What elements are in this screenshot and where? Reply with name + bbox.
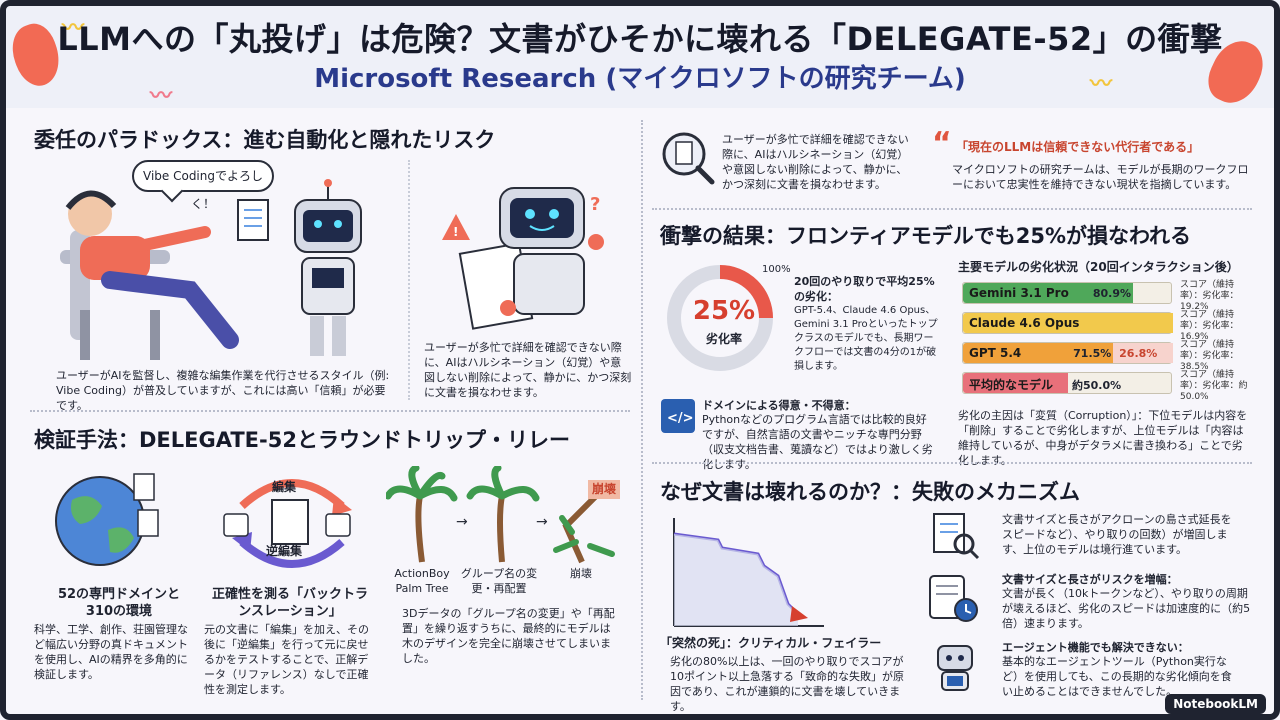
document-search-icon — [933, 513, 980, 560]
sudden-death-title: 「突然の死」：クリティカル・フェイラー — [660, 636, 882, 650]
header-band — [0, 0, 1280, 108]
donut-text: GPT-5.4、Claude 4.6 Opus、Gemini 3.1 Proとい… — [794, 305, 938, 372]
bar-category-label: GPT 5.4 — [969, 346, 1022, 360]
subsection-divider — [408, 160, 410, 400]
mechanism-1-text: 文書サイズと長さがアクローンの島さ式延長をスピードなど）、やり取りの回数）が増固… — [1002, 513, 1232, 556]
donut-headline: 20回のやり取りで平均25%の劣化： — [794, 275, 935, 303]
tree-step-3: 崩壊 — [570, 567, 592, 580]
speech-bubble: Vibe Codingでよろしく！ — [132, 160, 274, 211]
bar-extra-label: 26.8% — [1119, 347, 1158, 360]
cycle-edit-label: 編集 — [272, 480, 297, 494]
domains-title: 52の専門ドメインと310の環境 — [57, 587, 181, 619]
donut-value: 25% — [692, 296, 756, 326]
tree-text: 3Dデータの「グループ名の変更」や「再配置」を繰り返すうちに、最終的にモデルは木… — [402, 607, 615, 665]
tree-step-1: ActionBoy Palm Tree — [394, 567, 450, 595]
donut-segment — [719, 265, 773, 319]
cause-text: 劣化の主因は「変質（Corruption）」：下位モデルは内容を「削除」すること… — [958, 409, 1248, 467]
quote-text: マイクロソフトの研究チームは、モデルが長期のワークフローにおいて忠実性を維持でき… — [952, 163, 1249, 191]
sudden-death-text: 劣化の80%以上は、一回のやり取りでスコアが10ポイント以上急落する「致命的な失… — [670, 655, 904, 713]
intro-text: ユーザーが多忙で詳細を確認できない際に、AIはハルシネーション（幻覚）や意図しな… — [722, 133, 909, 191]
bar-note: スコア（維持率）：劣化率：19.2% — [1180, 280, 1239, 312]
section-title-results: 衝撃の結果：フロンティアモデルでも25%が損なわれる — [660, 224, 1191, 248]
bar-remainder — [1113, 343, 1173, 363]
svg-text:→: → — [456, 514, 468, 530]
round-trip-cycle-icon — [223, 479, 352, 568]
scroll-clock-icon — [929, 575, 978, 622]
code-icon: </> — [661, 399, 695, 433]
bar-mark — [963, 283, 1133, 303]
quote-icon: “ — [932, 126, 952, 161]
collapse-tag: 崩壊 — [588, 480, 621, 499]
mechanism-3-text: 基本的なエージェントツール（Python実行など）を使用しても、この長期的な劣化… — [1002, 655, 1232, 698]
domain-title: ドメインによる得意・不得意： — [702, 399, 856, 412]
bar-note: スコア（維持率）：劣化率：16.9% — [1180, 310, 1239, 342]
backtranslation-text: 元の文書に「編集」を加え、その後に「逆編集」を行って元に戻せるかをテストすること… — [204, 623, 369, 696]
section-divider — [652, 208, 1252, 210]
decor-zigzag: 〰 — [62, 16, 85, 41]
svg-text:</>: </> — [667, 411, 694, 426]
sudden-death-chart — [673, 518, 824, 627]
section-title-mechanism: なぜ文書は壊れるのか？：失敗のメカニズム — [660, 480, 1080, 504]
bar-value-label: 約50.0% — [1072, 379, 1122, 392]
quote-headline: 「現在のLLMは信頼できない代行者である」 — [956, 140, 1200, 154]
svg-text:?: ? — [590, 194, 600, 215]
cycle-reverse-label: 逆編集 — [266, 544, 303, 558]
bar-category-label: Claude 4.6 Opus — [969, 316, 1080, 330]
magnifier-document-icon — [662, 132, 715, 185]
paradox-left-text: ユーザーがAIを監督し、複雑な編集作業を代行させるスタイル（例: Vibe Co… — [56, 369, 390, 412]
page-subtitle: Microsoft Research (マイクロソフトの研究チーム) — [314, 64, 966, 94]
bar-value-label: 80.9% — [1092, 287, 1132, 300]
bar-note: スコア（維持率）：劣化率：約50.0% — [1180, 370, 1248, 402]
bar-mark — [963, 373, 1068, 393]
donut-label: 劣化率 — [705, 332, 742, 346]
bar-value-label: 71.5% — [1073, 347, 1112, 360]
bar-row: Claude 4.6 Opus — [962, 312, 1173, 334]
bar-row: 26.8% GPT 5.4 71.5% — [962, 342, 1173, 364]
bar-category-label: Gemini 3.1 Pro — [969, 286, 1069, 300]
section-divider — [30, 410, 630, 412]
tree-step-2: グループ名の変更・再配置 — [460, 567, 538, 595]
palm-tree-illustration: → → — [386, 466, 615, 564]
section-title-paradox: 委任のパラドックス：進む自動化と隠れたリスク — [34, 128, 496, 152]
donut-max-label: 100% — [762, 264, 791, 275]
broken-robot-illustration: ! ? — [442, 187, 604, 330]
bar-mark — [963, 343, 1114, 363]
decor-zigzag: 〰 — [150, 84, 173, 109]
decor-zigzag: 〰 — [1090, 72, 1113, 97]
mechanism-3-title: エージェント機能でも解決できない： — [1002, 641, 1189, 654]
mechanism-2-text: 文書が長く（10kトークンなど）、やり取りの周期が壊えるほど、劣化のスピードは加… — [1002, 587, 1251, 630]
domains-text: 科学、工学、創作、荘園管理など幅広い分野の真ドキュメントを使用し、AIの精界を多… — [34, 623, 188, 681]
delegation-illustration — [60, 179, 362, 360]
column-divider — [641, 120, 643, 700]
bars-title: 主要モデルの劣化状況（20回インタラクション後） — [958, 260, 1239, 274]
bar-row: Gemini 3.1 Pro 80.9% — [962, 282, 1172, 304]
section-title-method: 検証手法：DELEGATE-52とラウンドトリップ・リレー — [34, 428, 570, 452]
bar-note: スコア（維持率）：劣化率：38.5% — [1180, 340, 1239, 372]
bar-mark — [963, 313, 1173, 333]
bar-category-label: 平均的なモデル — [969, 378, 1054, 392]
paradox-right-text: ユーザーが多忙で詳細を確認できない際に、AIはハルシネーション（幻覚）や意図しな… — [424, 341, 632, 399]
globe-icon — [55, 473, 159, 566]
degradation-donut — [667, 265, 773, 371]
notebooklm-badge: NotebookLM — [1165, 694, 1266, 714]
mechanism-2-title: 文書サイズと長さがリスクを増幅： — [1002, 573, 1178, 586]
backtranslation-title: 正確性を測る「バックトランスレーション」 — [211, 587, 368, 619]
svg-text:!: ! — [453, 225, 458, 239]
bar-row: 平均的なモデル 約50.0% — [962, 372, 1172, 394]
svg-text:→: → — [536, 514, 548, 530]
agent-robot-icon — [937, 645, 973, 691]
domain-text: Pythonなどのプログラム言語では比較的良好ですが、自然言語の文書やニッチな専… — [702, 413, 933, 471]
page-title: LLMへの「丸投げ」は危険？文書がひそかに壊れる「DELEGATE-52」の衝撃 — [57, 20, 1223, 58]
section-divider — [652, 462, 1252, 464]
